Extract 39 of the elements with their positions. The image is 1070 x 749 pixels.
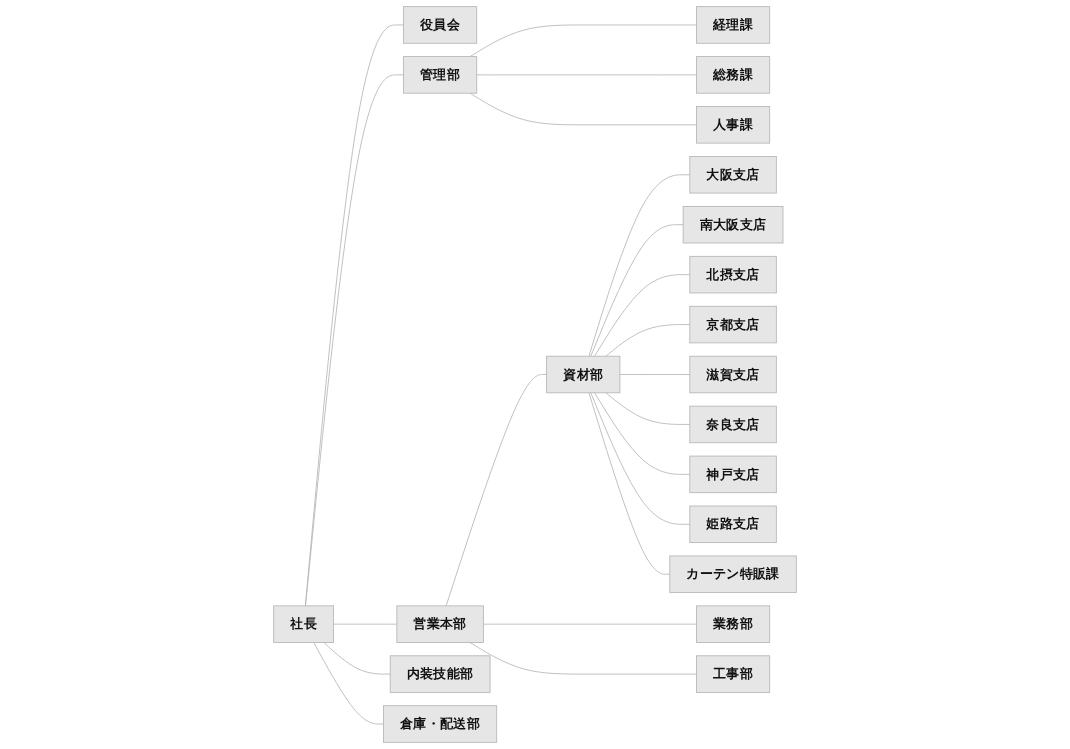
node-box: 京都支店	[689, 305, 777, 344]
node-box: 南大阪支店	[682, 205, 784, 244]
node-box: 大阪支店	[689, 156, 777, 194]
node-box: カーテン特販課	[669, 555, 797, 593]
node-box: 社長	[273, 605, 334, 643]
connector	[594, 392, 691, 475]
connector	[619, 374, 691, 375]
node-box: 人事課	[696, 106, 771, 144]
connector	[588, 392, 671, 575]
node-box: 滋賀支店	[689, 355, 777, 394]
node-box: 管理部	[403, 56, 478, 94]
connector	[313, 642, 384, 725]
connector	[588, 174, 691, 357]
node-box: 姫路支店	[689, 505, 777, 544]
node-box: 北摂支店	[689, 255, 777, 294]
node-box: 営業本部	[396, 605, 484, 643]
connector	[605, 324, 691, 357]
node-box: 神戸支店	[689, 455, 777, 494]
connector	[590, 224, 684, 357]
connector	[469, 642, 697, 675]
connector	[469, 24, 697, 57]
node-box: 総務課	[696, 56, 771, 94]
connector	[483, 623, 697, 625]
node-box: 奈良支店	[689, 405, 777, 444]
node-box: 業務部	[696, 605, 771, 643]
connector	[445, 374, 548, 607]
connector	[333, 623, 398, 625]
connector	[476, 74, 697, 76]
node-box: 工事部	[696, 655, 771, 693]
connector	[469, 92, 697, 126]
node-box: 経理課	[696, 6, 771, 44]
connector	[605, 392, 691, 425]
connector	[323, 642, 391, 675]
connector	[594, 274, 691, 357]
node-box: 倉庫・配送部	[383, 705, 498, 743]
node-box: 役員会	[403, 6, 478, 44]
node-box: 内装技能部	[389, 655, 491, 693]
connector	[590, 392, 691, 525]
node-box: 資材部	[546, 355, 621, 394]
